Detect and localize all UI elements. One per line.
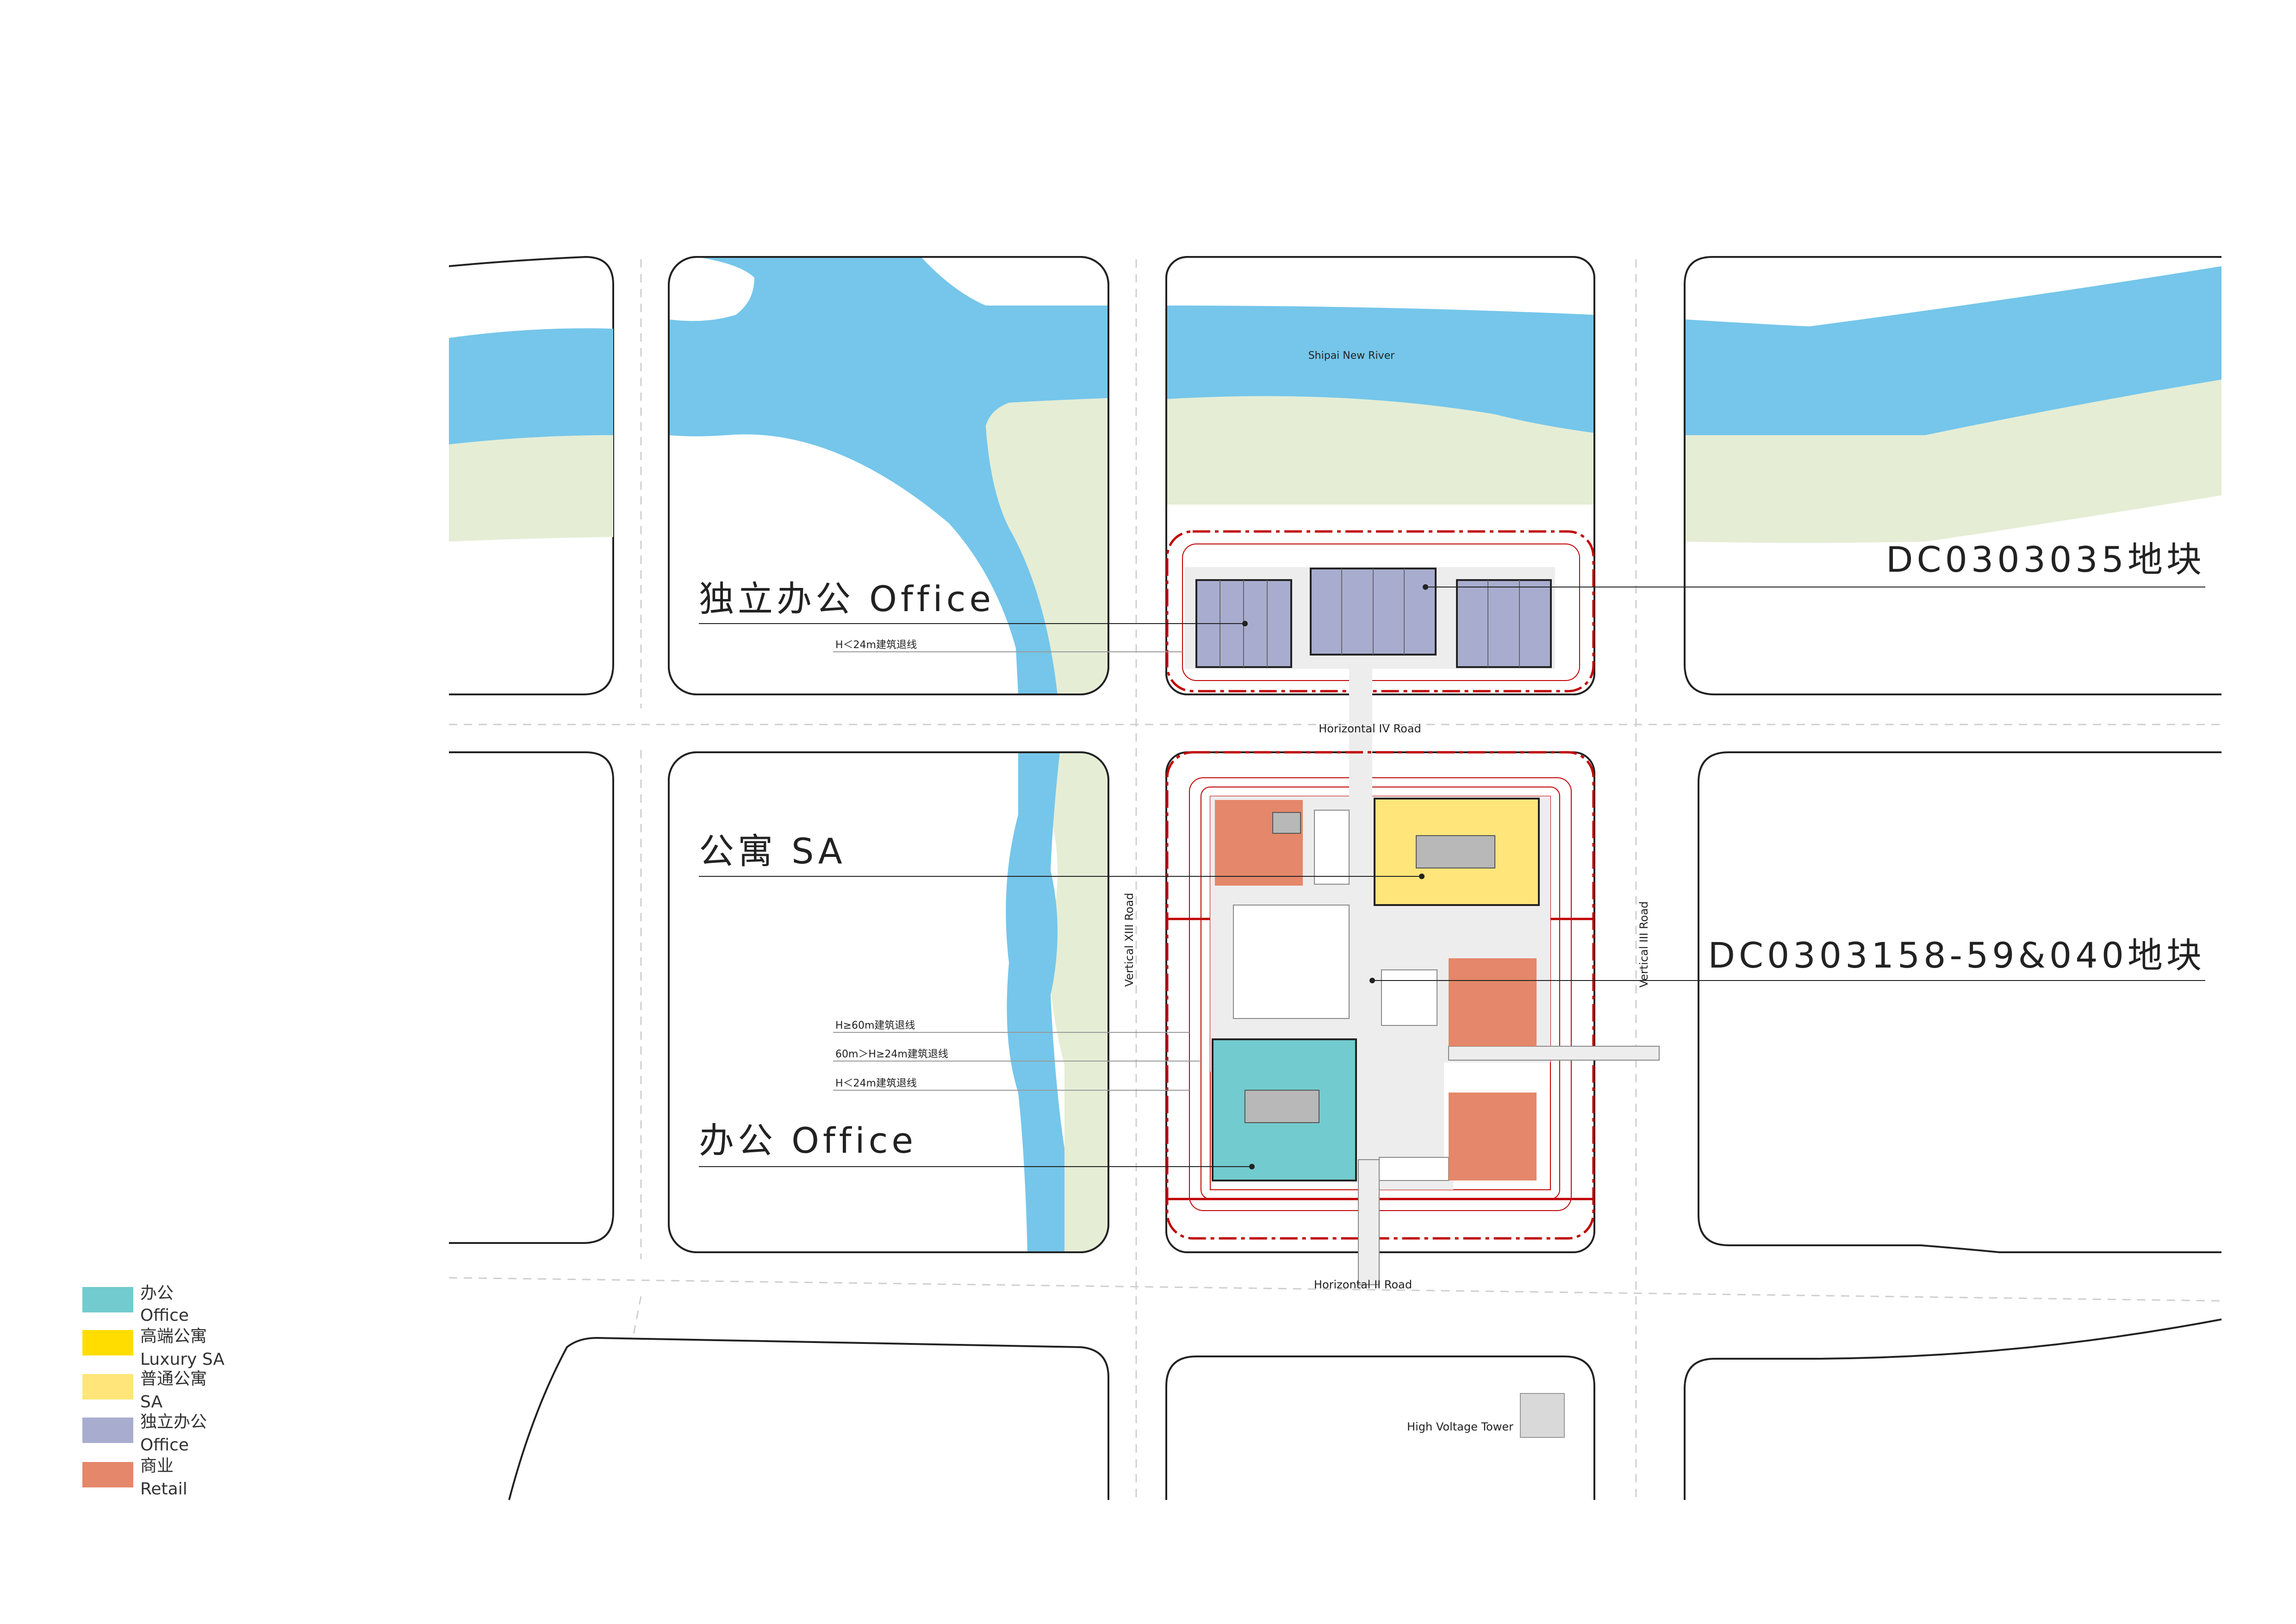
- green-east: [1686, 380, 2221, 543]
- green-west: [449, 435, 613, 542]
- block-row1-col2: [668, 256, 1109, 695]
- plot-south: [1166, 751, 1660, 1285]
- apartment-label: 公寓 SA: [699, 831, 846, 872]
- legend-swatch-office: [82, 1287, 133, 1312]
- legend-en-office: Office: [140, 1306, 189, 1325]
- legend-en-independent-office: Office: [140, 1436, 189, 1455]
- river-confluence: [669, 257, 1108, 694]
- connector-south: [1358, 1159, 1380, 1285]
- river-west: [449, 328, 613, 444]
- retail-se: [1449, 1093, 1537, 1181]
- independent-office-label: 独立办公 Office: [699, 578, 995, 619]
- plot-north: [1166, 530, 1595, 759]
- legend-swatch-independent-office: [82, 1418, 133, 1443]
- block-row3-col3: [1165, 1355, 1595, 1500]
- office-core: [1244, 1090, 1319, 1123]
- block-row2-col4: [1698, 751, 2221, 1253]
- independent-office-buildings: [1195, 568, 1552, 668]
- courtyards: [1233, 810, 1449, 1181]
- high-voltage-tower: [1520, 1393, 1565, 1438]
- block-row2-col1: [449, 751, 614, 1244]
- green-north: [1167, 396, 1593, 505]
- legend-en-sa: SA: [140, 1393, 163, 1412]
- road-h4-label: Horizontal IV Road: [1319, 722, 1421, 735]
- road-v3-label: Vertical III Road: [1637, 901, 1650, 988]
- block-row2-col2: [668, 751, 1109, 1253]
- legend-en-luxury-sa: Luxury SA: [140, 1350, 224, 1369]
- connector-north: [1349, 667, 1372, 759]
- legend-zh-retail: 商业: [140, 1456, 174, 1475]
- legend-zh-independent-office: 独立办公: [140, 1412, 207, 1431]
- plot-north-label: DC0303035地块: [1886, 539, 2205, 580]
- retail-nw-core: [1272, 812, 1301, 834]
- block-row3-col1: [508, 1337, 1109, 1500]
- river-shipai: [1167, 306, 1593, 433]
- legend-zh-office: 办公: [140, 1284, 174, 1303]
- river-label: Shipai New River: [1308, 350, 1395, 362]
- setback-h60-label: H≥60m建筑退线: [835, 1020, 915, 1031]
- green-confluence: [986, 398, 1108, 694]
- plot-south-label: DC0303158-59&040地块: [1708, 935, 2205, 976]
- retail-east: [1449, 958, 1537, 1046]
- legend-zh-sa: 普通公寓: [140, 1369, 207, 1388]
- legend-swatch-sa: [82, 1374, 133, 1399]
- setback-h24-label: H＜24m建筑退线: [835, 1078, 917, 1089]
- road-stub-east: [1448, 1046, 1660, 1061]
- setback-h24-60-label: 60m＞H≥24m建筑退线: [835, 1049, 948, 1060]
- legend-swatch-luxury-sa: [82, 1330, 133, 1355]
- river-east: [1686, 266, 2221, 435]
- green-strip: [1050, 752, 1108, 1252]
- legend-en-retail: Retail: [140, 1480, 187, 1499]
- setback-leaders: [833, 651, 1201, 1091]
- road-h2-label: Horizontal II Road: [1314, 1278, 1412, 1291]
- block-row1-col1: [448, 256, 614, 695]
- apartment-core: [1416, 835, 1495, 868]
- leader-lines: [699, 587, 2205, 1167]
- block-row3-col4: [1684, 1318, 2222, 1500]
- legend: 办公 Office 高端公寓 Luxury SA 普通公寓 SA 独立办公 Of…: [82, 1284, 224, 1499]
- river-strip: [1006, 752, 1064, 1252]
- legend-zh-luxury-sa: 高端公寓: [140, 1327, 207, 1346]
- leader-dots: [1242, 584, 1428, 1169]
- block-row1-col4: [1684, 256, 2221, 695]
- high-voltage-tower-label: High Voltage Tower: [1407, 1420, 1513, 1433]
- setback-north-label: H＜24m建筑退线: [835, 639, 917, 651]
- road-v13-label: Vertical XIII Road: [1123, 893, 1136, 987]
- legend-swatch-retail: [82, 1462, 133, 1487]
- office-label: 办公 Office: [699, 1120, 917, 1161]
